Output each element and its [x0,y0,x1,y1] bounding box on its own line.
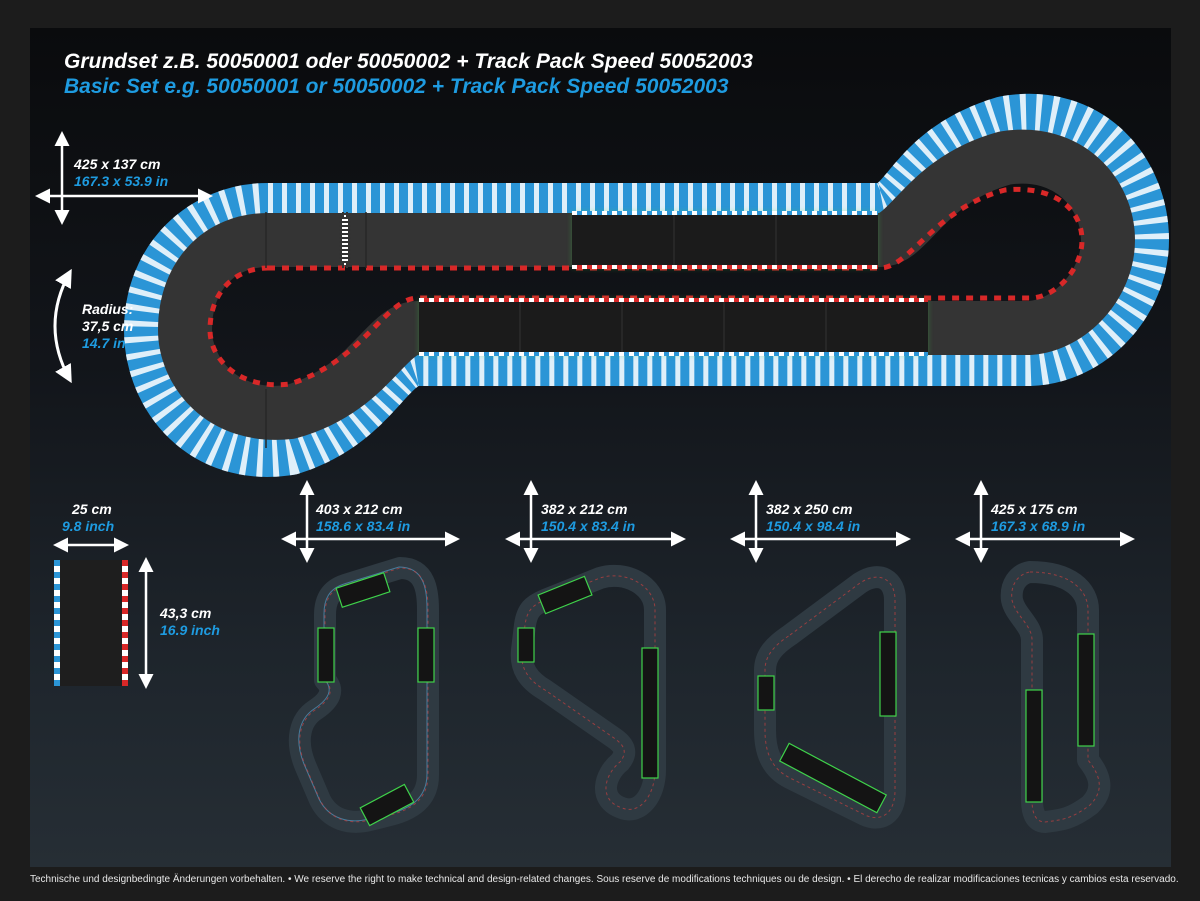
title-german: Grundset z.B. 50050001 oder 50050002 + T… [64,50,753,73]
radius-arrow [53,268,72,384]
track-piece-arrows [53,537,154,689]
layout-2-label: 382 x 212 cm 150.4 x 83.4 in [541,501,635,535]
radius-metric: 37,5 cm [82,318,134,334]
piece-length-imperial: 16.9 inch [160,622,220,638]
radius-title: Radius: [82,301,134,317]
piece-length-label: 43,3 cm 16.9 inch [160,605,220,639]
piece-width-imperial: 9.8 inch [62,518,115,534]
radius-label: Radius: 37,5 cm 14.7 in [82,301,133,352]
layout-4-metric: 425 x 175 cm [991,501,1078,517]
piece-width-metric: 25 cm [72,501,112,517]
layout-1-imperial: 158.6 x 83.4 in [316,518,411,534]
layout-2 [510,564,666,821]
layout-3-label: 382 x 250 cm 150.4 x 98.4 in [766,501,860,535]
piece-length-metric: 43,3 cm [160,605,212,621]
title-english: Basic Set e.g. 50050001 or 50050002 + Tr… [64,75,729,98]
main-track-inner-kerb [207,186,1085,388]
speed-straight-top [572,211,878,269]
main-dimension-arrows [35,131,213,225]
main-dim-imperial: 167.3 x 53.9 in [74,173,169,189]
layout-1-metric: 403 x 212 cm [316,501,403,517]
layout-2-imperial: 150.4 x 83.4 in [541,518,636,534]
layout-3 [754,566,906,829]
layout-3-imperial: 150.4 x 98.4 in [766,518,861,534]
speed-straight-bottom [419,298,928,356]
main-dim-metric: 425 x 137 cm [74,156,161,172]
main-track-outer-kerb [124,93,1169,477]
layout-4 [1000,561,1111,833]
layout-dimension-arrows [281,480,1135,563]
start-finish-line [342,215,348,265]
layout-1 [288,557,439,833]
layout-3-metric: 382 x 250 cm [766,501,853,517]
layout-1-label: 403 x 212 cm 158.6 x 83.4 in [316,501,410,535]
layout-4-label: 425 x 175 cm 167.3 x 68.9 in [991,501,1085,535]
main-track [124,93,1169,477]
track-piece [54,560,128,686]
layout-2-metric: 382 x 212 cm [541,501,628,517]
piece-width-label: 25 cm 9.8 inch [62,501,114,535]
layout-4-imperial: 167.3 x 68.9 in [991,518,1086,534]
main-dimension-label: 425 x 137 cm 167.3 x 53.9 in [74,156,168,190]
radius-imperial: 14.7 in [82,335,126,351]
footer-disclaimer: Technische und designbedingte Änderungen… [30,874,1179,885]
